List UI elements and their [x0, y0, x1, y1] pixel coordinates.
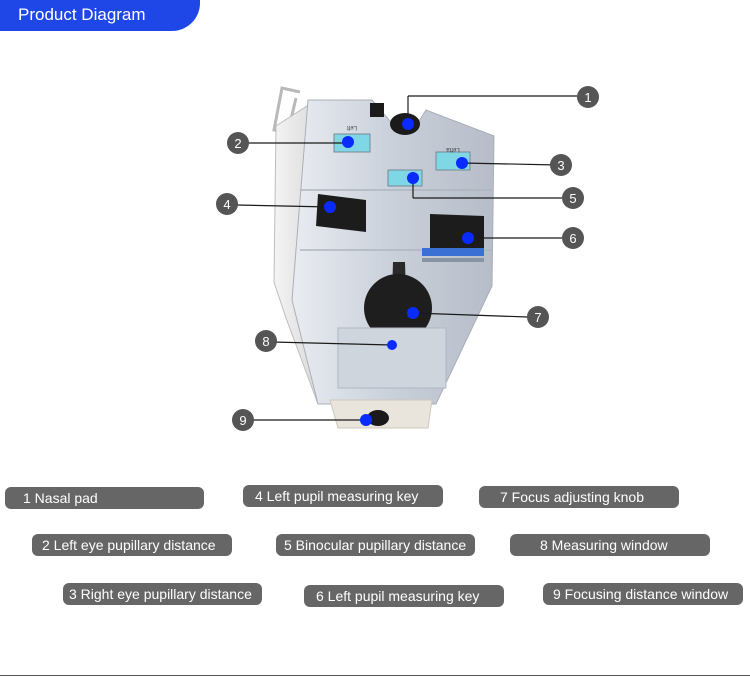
header-tab: Product Diagram: [0, 0, 200, 31]
svg-text:6: 6: [569, 231, 576, 246]
callout-badge-8: 8: [255, 330, 277, 352]
callout-lines: [235, 95, 580, 421]
svg-text:8: 8: [262, 334, 269, 349]
focus-knob: [364, 274, 432, 342]
left-pupil-key: [316, 194, 366, 232]
svg-text:3: 3: [557, 158, 564, 173]
legend-item-2: 2 Left eye pupillary distance: [32, 534, 232, 556]
focusing-distance-window: [367, 410, 389, 426]
marker-5: [407, 172, 419, 184]
callout-badges: 1 2 3 4 5 6 7 8 9: [216, 86, 599, 431]
measuring-window-panel: [337, 327, 447, 389]
legend-item-4: 4 Left pupil measuring key: [243, 485, 443, 507]
legend-item-6: 6 Left pupil measuring key: [304, 585, 504, 607]
callout-line-8: [271, 341, 393, 346]
marker-3: [456, 157, 468, 169]
legend-item-8: 8 Measuring window: [510, 534, 710, 556]
legend-item-3: 3 Right eye pupillary distance: [63, 583, 262, 605]
callout-badge-3: 3: [550, 154, 572, 176]
svg-text:1: 1: [584, 90, 591, 105]
callout-badge-5: 5: [562, 187, 584, 209]
legend-item-5: 5 Binocular pupillary distance: [276, 534, 475, 556]
left-window-marking: Left: [347, 124, 357, 130]
legend-item-9: 9 Focusing distance window: [543, 583, 743, 605]
pd-meter-device: Left Lefta: [272, 86, 495, 429]
marker-6: [462, 232, 474, 244]
callout-badge-4: 4: [216, 193, 238, 215]
svg-text:5: 5: [569, 191, 576, 206]
marker-2: [342, 136, 354, 148]
right-window-marking: Lefta: [446, 146, 460, 152]
legend-item-7: 7 Focus adjusting knob: [479, 486, 679, 508]
callout-badge-1: 1: [577, 86, 599, 108]
callout-line-7: [412, 312, 529, 318]
svg-text:7: 7: [534, 310, 541, 325]
svg-text:4: 4: [223, 197, 230, 212]
callout-badge-9: 9: [232, 409, 254, 431]
callout-badge-6: 6: [562, 227, 584, 249]
callout-badge-7: 7: [527, 306, 549, 328]
marker-8: [387, 340, 397, 350]
callout-line-3: [461, 162, 559, 166]
product-diagram: Left Lefta: [216, 86, 599, 431]
right-pupil-key: [430, 214, 484, 250]
marker-1: [402, 118, 414, 130]
marker-9: [360, 414, 372, 426]
page-title: Product Diagram: [18, 5, 146, 24]
legend-item-1: 1 Nasal pad: [5, 487, 204, 509]
callout-line-4: [235, 204, 331, 208]
marker-4: [324, 201, 336, 213]
callout-markers: [324, 118, 474, 426]
svg-text:2: 2: [234, 136, 241, 151]
svg-text:9: 9: [239, 413, 246, 428]
callout-badge-2: 2: [227, 132, 249, 154]
bottom-divider: [0, 675, 750, 676]
marker-7: [407, 307, 419, 319]
